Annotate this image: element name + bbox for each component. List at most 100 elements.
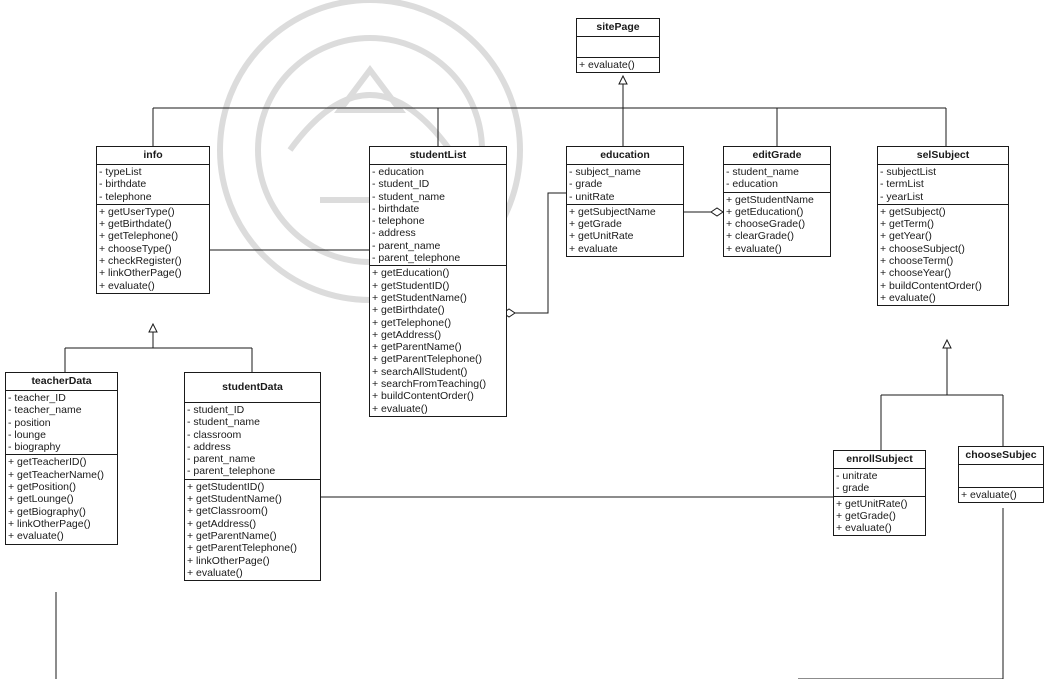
attribute: - unitRate xyxy=(569,190,615,203)
class-name: sitePage xyxy=(577,19,659,37)
method: + getGrade() xyxy=(836,509,896,522)
method: + getTerm() xyxy=(880,218,934,231)
attribute: - parent_name xyxy=(372,239,441,252)
method: + getBirthdate() xyxy=(372,304,445,317)
attribute: - classroom xyxy=(187,428,242,441)
method: + getStudentID() xyxy=(372,279,450,292)
method: + evaluate() xyxy=(836,522,892,535)
class-name: info xyxy=(97,147,209,165)
class-info[interactable]: info - typeList - birthdate - telephone … xyxy=(96,146,210,294)
method: + linkOtherPage() xyxy=(8,517,91,530)
method: + evaluate() xyxy=(880,291,936,304)
method: + getSubject() xyxy=(880,205,946,218)
attribute: - telephone xyxy=(372,215,425,228)
class-name: chooseSubjec xyxy=(959,447,1043,465)
method: + getUserType() xyxy=(99,205,175,218)
method: + buildContentOrder() xyxy=(372,390,474,403)
attributes-compartment: - education - student_ID - student_name … xyxy=(370,165,506,267)
class-name: editGrade xyxy=(724,147,830,165)
attribute: - biography xyxy=(8,441,61,454)
attributes-compartment xyxy=(577,37,659,58)
attributes-compartment: - unitrate - grade xyxy=(834,469,925,497)
methods-compartment: + getUserType() + getBirthdate() + getTe… xyxy=(97,205,209,293)
methods-compartment: + evaluate() xyxy=(959,488,1043,502)
class-education[interactable]: education - subject_name - grade - unitR… xyxy=(566,146,684,258)
methods-compartment: + getEducation() + getStudentID() + getS… xyxy=(370,266,506,416)
method: + evaluate() xyxy=(99,279,155,292)
method: + getEducation() xyxy=(726,205,804,218)
method: + evaluate() xyxy=(726,242,782,255)
attribute: - education xyxy=(372,166,424,178)
attribute: - teacher_name xyxy=(8,404,82,417)
method: + getAddress() xyxy=(187,517,257,530)
method: + getParentTelephone() xyxy=(187,542,298,555)
method: + evaluate() xyxy=(961,489,1017,501)
attribute: - telephone xyxy=(99,190,152,203)
class-studentData[interactable]: studentData - student_ID - student_name … xyxy=(184,372,321,582)
method: + linkOtherPage() xyxy=(99,267,182,280)
method: + getBiography() xyxy=(8,505,86,518)
class-selSubject[interactable]: selSubject - subjectList - termList - ye… xyxy=(877,146,1009,307)
attributes-compartment xyxy=(959,465,1043,488)
methods-compartment: + getStudentID() + getStudentName() + ge… xyxy=(185,480,320,580)
method: + getSubjectName xyxy=(569,205,656,218)
method: + evaluate() xyxy=(8,530,64,543)
class-name: selSubject xyxy=(878,147,1008,165)
method: + chooseType() xyxy=(99,242,172,255)
method: + chooseTerm() xyxy=(880,255,954,268)
attributes-compartment: - teacher_ID - teacher_name - position -… xyxy=(6,391,117,456)
class-teacherData[interactable]: teacherData - teacher_ID - teacher_name … xyxy=(5,372,118,545)
class-chooseSubject[interactable]: chooseSubjec + evaluate() xyxy=(958,446,1044,504)
method: + getParentName() xyxy=(372,341,462,354)
method: + searchFromTeaching() xyxy=(372,378,487,391)
method: + evaluate() xyxy=(187,566,243,579)
attribute: - birthdate xyxy=(372,202,420,215)
methods-compartment: + getStudentName + getEducation() + choo… xyxy=(724,193,830,256)
method: + getUnitRate() xyxy=(836,497,908,510)
attribute: - grade xyxy=(569,178,603,191)
method: + getLounge() xyxy=(8,493,74,506)
method: + getGrade xyxy=(569,218,622,231)
attribute: - teacher_ID xyxy=(8,392,66,404)
class-name: enrollSubject xyxy=(834,451,925,469)
class-studentList[interactable]: studentList - education - student_ID - s… xyxy=(369,146,507,417)
method: + getBirthdate() xyxy=(99,218,172,231)
methods-compartment: + getSubjectName + getGrade + getUnitRat… xyxy=(567,205,683,256)
methods-compartment: + getSubject() + getTerm() + getYear() +… xyxy=(878,205,1008,305)
class-sitePage[interactable]: sitePage + evaluate() xyxy=(576,18,660,74)
method: + chooseSubject() xyxy=(880,242,965,255)
class-enrollSubject[interactable]: enrollSubject - unitrate - grade + getUn… xyxy=(833,450,926,537)
generalization-arrow-sitepage xyxy=(618,74,628,85)
attribute: - grade xyxy=(836,482,870,495)
method: + chooseYear() xyxy=(880,267,952,280)
attribute: - student_name xyxy=(726,166,799,178)
attribute: - parent_name xyxy=(187,453,256,466)
attribute: - lounge xyxy=(8,428,46,441)
methods-compartment: + getUnitRate() + getGrade() + evaluate(… xyxy=(834,497,925,536)
method: + getStudentID() xyxy=(187,480,265,493)
class-editGrade[interactable]: editGrade - student_name - education + g… xyxy=(723,146,831,258)
attribute: - unitrate xyxy=(836,470,878,482)
method: + linkOtherPage() xyxy=(187,554,270,567)
method: + getStudentName() xyxy=(372,291,467,304)
attribute: - yearList xyxy=(880,190,924,203)
attribute: - parent_telephone xyxy=(187,465,276,478)
class-name: teacherData xyxy=(6,373,117,391)
generalization-arrow-selsubject xyxy=(942,338,952,349)
method: + searchAllStudent() xyxy=(372,365,468,378)
method: + checkRegister() xyxy=(99,255,182,268)
method: + clearGrade() xyxy=(726,230,794,243)
method: + getClassroom() xyxy=(187,505,268,518)
attributes-compartment: - student_ID - student_name - classroom … xyxy=(185,403,320,480)
generalization-arrow-info xyxy=(148,322,158,333)
attribute: - position xyxy=(8,416,51,429)
method: + getEducation() xyxy=(372,267,450,280)
method: + getParentTelephone() xyxy=(372,353,483,366)
attribute: - termList xyxy=(880,178,924,191)
attribute: - student_ID xyxy=(187,404,245,416)
attribute: - education xyxy=(726,178,778,191)
aggregation-diamond-editgrade xyxy=(710,207,724,217)
method: + getYear() xyxy=(880,230,932,243)
